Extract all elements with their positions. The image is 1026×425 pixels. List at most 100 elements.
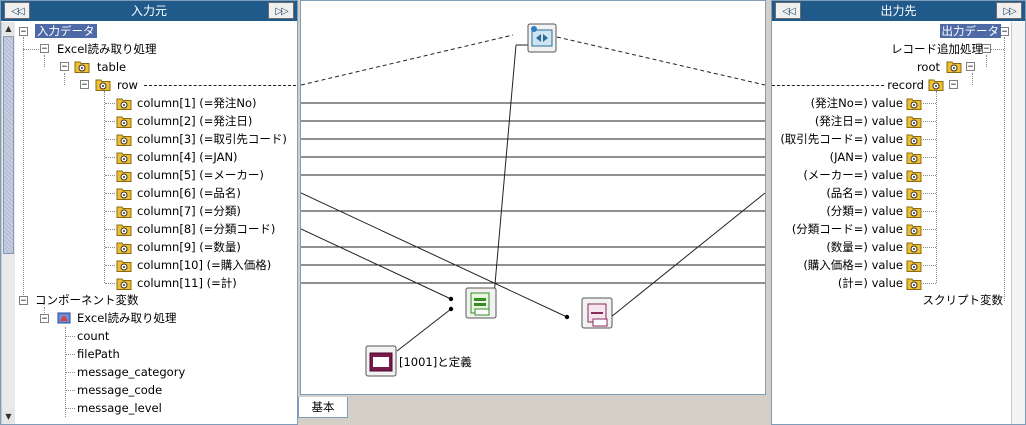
folder-node-icon <box>95 79 111 91</box>
tree-connector <box>23 37 24 301</box>
source-column-item[interactable]: column[5] (=メーカー) <box>137 168 264 182</box>
tree-node-row[interactable]: row <box>117 78 138 92</box>
collapse-toggle-icon[interactable]: − <box>40 314 49 324</box>
value-node-icon <box>906 224 922 236</box>
wire <box>396 308 452 352</box>
mapping-canvas[interactable]: [1001]と定義 <box>300 0 766 395</box>
source-scrollbar[interactable]: ▲ ▼ <box>1 22 15 424</box>
wire <box>556 36 765 86</box>
tree-node-input-data[interactable]: 入力データ <box>35 24 97 38</box>
collapse-toggle-icon[interactable]: − <box>19 27 28 37</box>
tree-connector <box>65 372 75 373</box>
tree-connector <box>923 103 936 104</box>
tree-connector <box>64 73 65 85</box>
target-value-item[interactable]: (メーカー=) value <box>803 168 903 182</box>
variable-item[interactable]: message_code <box>77 383 163 397</box>
tree-node-record[interactable]: record <box>887 78 924 92</box>
folder-node-icon <box>74 61 90 73</box>
tree-connector <box>923 121 936 122</box>
string-replace-icon[interactable] <box>581 297 613 329</box>
tree-node-record-add[interactable]: レコード追加処理 <box>891 42 983 56</box>
target-value-item[interactable]: (発注No=) value <box>810 96 903 110</box>
value-node-icon <box>906 188 922 200</box>
constant-value-icon[interactable] <box>365 345 397 377</box>
target-value-item[interactable]: (取引先コード=) value <box>780 132 903 146</box>
tree-connector <box>105 265 115 266</box>
source-column-item[interactable]: column[4] (=JAN) <box>137 150 238 164</box>
scrollbar-thumb[interactable] <box>3 36 14 254</box>
tree-node-root[interactable]: root <box>916 60 940 74</box>
expand-right-button[interactable]: ▷▷ <box>268 2 294 19</box>
source-column-item[interactable]: column[11] (=計) <box>137 276 237 290</box>
collapse-toggle-icon[interactable]: − <box>60 62 69 72</box>
string-concat-icon[interactable] <box>465 287 497 319</box>
tree-connector <box>923 247 936 248</box>
tree-node-component-vars[interactable]: コンポーネント変数 <box>35 293 139 307</box>
tree-connector <box>986 55 987 67</box>
value-node-icon <box>906 152 922 164</box>
value-node-icon <box>906 134 922 146</box>
target-value-item[interactable]: (JAN=) value <box>829 150 903 164</box>
collapse-toggle-icon[interactable]: − <box>982 44 991 54</box>
target-value-item[interactable]: (数量=) value <box>826 240 903 254</box>
mapping-port-line <box>772 85 884 86</box>
source-column-item[interactable]: column[8] (=分類コード) <box>137 222 276 236</box>
target-value-item[interactable]: (購入価格=) value <box>803 258 903 272</box>
mapping-function-icon[interactable] <box>527 23 557 53</box>
tree-connector <box>923 193 936 194</box>
source-column-item[interactable]: column[6] (=品名) <box>137 186 241 200</box>
collapse-left-button[interactable]: ◁◁ <box>775 2 801 19</box>
tree-connector <box>105 157 115 158</box>
collapse-toggle-icon[interactable]: − <box>40 44 49 54</box>
target-value-item[interactable]: (計=) value <box>837 276 903 290</box>
value-node-icon <box>906 278 922 290</box>
target-value-item[interactable]: (分類=) value <box>826 204 903 218</box>
wire <box>610 192 765 318</box>
tree-connector <box>104 91 105 283</box>
source-column-item[interactable]: column[3] (=取引先コード) <box>137 132 287 146</box>
tree-connector <box>936 91 937 283</box>
collapse-left-button[interactable]: ◁◁ <box>4 2 30 19</box>
target-value-item[interactable]: (発注日=) value <box>814 114 903 128</box>
collapse-toggle-icon[interactable]: − <box>949 80 958 90</box>
variable-item[interactable]: message_level <box>77 401 162 415</box>
target-value-item[interactable]: (品名=) value <box>826 186 903 200</box>
target-value-item[interactable]: (分類コード=) value <box>791 222 903 236</box>
target-pane: ◁◁ 出力先 ▷▷ − 出力データ − レコード追加処理 − root − re… <box>771 0 1026 425</box>
tree-connector <box>44 307 45 319</box>
tree-connector <box>923 283 936 284</box>
collapse-toggle-icon[interactable]: − <box>19 296 28 306</box>
collapse-toggle-icon[interactable]: − <box>1000 27 1009 37</box>
tree-connector <box>105 283 115 284</box>
scroll-up-arrow-icon[interactable]: ▲ <box>2 22 15 35</box>
source-column-item[interactable]: column[7] (=分類) <box>137 204 241 218</box>
variable-item[interactable]: message_category <box>77 365 186 379</box>
tree-node-excel-reader[interactable]: Excel読み取り処理 <box>57 42 157 56</box>
tree-node-table[interactable]: table <box>97 60 127 74</box>
component-icon <box>57 312 71 324</box>
source-pane: ◁◁ 入力元 ▷▷ ▲ ▼ − 入力データ − Excel読み取り処理 − ta… <box>0 0 298 425</box>
collapse-toggle-icon[interactable]: − <box>80 80 89 90</box>
tree-connector <box>105 139 115 140</box>
tree-node-script-vars[interactable]: スクリプト変数 <box>922 293 1004 307</box>
source-column-item[interactable]: column[10] (=購入価格) <box>137 258 272 272</box>
tree-connector <box>65 354 75 355</box>
collapse-toggle-icon[interactable]: − <box>966 62 975 72</box>
source-pane-header: ◁◁ 入力元 ▷▷ <box>1 1 297 21</box>
source-column-item[interactable]: column[2] (=発注日) <box>137 114 253 128</box>
variable-item[interactable]: count <box>77 329 110 343</box>
target-scrollbar[interactable] <box>1011 22 1025 424</box>
variable-item[interactable]: filePath <box>77 347 120 361</box>
target-pane-header: ◁◁ 出力先 ▷▷ <box>772 1 1025 21</box>
tab-basic[interactable]: 基本 <box>298 397 348 418</box>
tree-connector <box>923 211 936 212</box>
source-column-item[interactable]: column[1] (=発注No) <box>137 96 257 110</box>
source-column-item[interactable]: column[9] (=数量) <box>137 240 241 254</box>
tree-node-output-data[interactable]: 出力データ <box>939 24 1001 38</box>
tree-connector <box>105 211 115 212</box>
tree-connector <box>105 229 115 230</box>
scroll-down-arrow-icon[interactable]: ▼ <box>2 410 15 423</box>
column-node-icon <box>116 152 132 164</box>
tree-node-comp-excel[interactable]: Excel読み取り処理 <box>77 311 177 325</box>
expand-right-button[interactable]: ▷▷ <box>996 2 1022 19</box>
